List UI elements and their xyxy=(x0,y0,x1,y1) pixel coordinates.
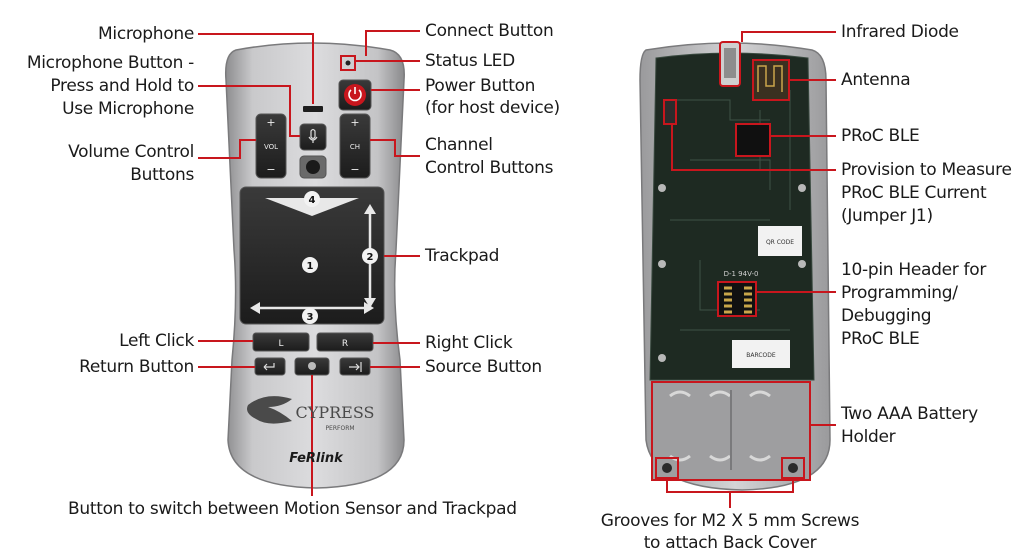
label-proc-ble: PRoC BLE xyxy=(841,126,920,146)
microphone-icon xyxy=(308,128,318,143)
power-button-face xyxy=(344,84,366,106)
ch-plus: + xyxy=(350,116,359,129)
label-volume-line2: Buttons xyxy=(130,165,194,185)
label-left-click: Left Click xyxy=(119,331,194,351)
label-grooves-line2: to attach Back Cover xyxy=(643,533,817,553)
mode-switch-icon xyxy=(308,362,316,370)
battery-contacts xyxy=(669,390,771,462)
label-antenna: Antenna xyxy=(841,70,911,90)
label-source-button: Source Button xyxy=(425,357,542,377)
mount-hole xyxy=(798,184,806,192)
screw-groove-right-hole xyxy=(788,463,798,473)
mount-hole xyxy=(658,260,666,268)
label-power-line2: (for host device) xyxy=(425,98,560,118)
mount-hole xyxy=(798,260,806,268)
screw-groove-left-hole xyxy=(662,463,672,473)
label-mic-button-line3: Use Microphone xyxy=(62,99,194,119)
label-battery-line2: Holder xyxy=(841,427,896,447)
label-grooves-line1: Grooves for M2 X 5 mm Screws xyxy=(600,511,860,531)
label-channel-line2: Control Buttons xyxy=(425,158,554,178)
vol-label: VOL xyxy=(264,143,278,151)
left-button-label: L xyxy=(278,339,283,349)
trackpad-marker-2-label: 2 xyxy=(367,252,374,263)
label-channel-line1: Channel xyxy=(425,135,493,155)
pcb-traces xyxy=(670,90,791,331)
channel-rocker[interactable] xyxy=(339,113,371,179)
trackpad-marker-2 xyxy=(362,248,378,264)
vol-minus: − xyxy=(266,163,275,176)
trackpad-marker-4-label: 4 xyxy=(309,195,316,206)
label-volume-line1: Volume Control xyxy=(68,142,194,162)
mount-hole xyxy=(658,184,666,192)
volume-rocker[interactable] xyxy=(255,113,287,179)
cypress-logo-mark xyxy=(247,396,292,424)
ch-label: CH xyxy=(350,143,360,151)
proc-ble-chip xyxy=(735,123,771,157)
trackpad-marker-1-label: 1 xyxy=(307,261,314,272)
trackpad-marker-4 xyxy=(304,191,320,207)
infrared-diode-body xyxy=(724,48,736,78)
vol-plus: + xyxy=(266,116,275,129)
label-header-line4: PRoC BLE xyxy=(841,329,920,349)
remote-front xyxy=(224,42,405,489)
programming-header-pins xyxy=(724,286,752,314)
mount-hole xyxy=(658,354,666,362)
trackpad-marker-3 xyxy=(302,308,318,324)
jumper-j1 xyxy=(663,99,677,125)
brand-name: CYPRESS xyxy=(296,403,375,422)
right-button-label: R xyxy=(342,339,348,349)
label-provision-line3: (Jumper J1) xyxy=(841,206,933,226)
board-mark: D-1 94V-0 xyxy=(724,270,759,278)
trackpad-marker-3-label: 3 xyxy=(307,312,314,323)
power-icon xyxy=(348,87,362,102)
label-right-click: Right Click xyxy=(425,333,513,353)
return-icon xyxy=(263,363,275,371)
label-battery-line1: Two AAA Battery xyxy=(841,404,978,424)
secondary-logo: FeRlink xyxy=(289,451,344,466)
barcode-label-text: BARCODE xyxy=(746,352,776,359)
device-text: + VOL − + CH − 1 2 3 4 L R CYPRESS PERFO… xyxy=(264,116,794,466)
antenna-pattern xyxy=(757,65,783,92)
label-header-line3: Debugging xyxy=(841,306,932,326)
microphone-button[interactable] xyxy=(299,123,327,151)
status-led-dot xyxy=(345,60,351,66)
leader-lines xyxy=(198,30,836,508)
label-status-led: Status LED xyxy=(425,51,515,71)
barcode-label xyxy=(732,340,790,368)
trackpad-marker-1 xyxy=(302,257,318,273)
label-power-line1: Power Button xyxy=(425,76,536,96)
label-trackpad: Trackpad xyxy=(425,246,500,266)
ch-minus: − xyxy=(350,163,359,176)
label-microphone: Microphone xyxy=(98,24,194,44)
label-provision-line1: Provision to Measure xyxy=(841,160,1012,180)
label-provision-line2: PRoC BLE Current xyxy=(841,183,987,203)
label-infrared-diode: Infrared Diode xyxy=(841,22,959,42)
qr-code-label xyxy=(758,226,802,256)
label-connect-button: Connect Button xyxy=(425,21,554,41)
remote-back xyxy=(639,41,831,491)
connect-button-dot xyxy=(306,160,320,174)
label-header-line1: 10-pin Header for xyxy=(841,260,987,280)
label-mic-button-line2: Press and Hold to xyxy=(50,76,194,96)
label-mode-switch-button: Button to switch between Motion Sensor a… xyxy=(68,499,517,519)
brand-tagline: PERFORM xyxy=(325,425,354,432)
source-icon xyxy=(349,362,362,372)
label-return-button: Return Button xyxy=(79,357,194,377)
qr-label-text: QR CODE xyxy=(766,239,794,246)
label-header-line2: Programming/ xyxy=(841,283,958,303)
status-led xyxy=(340,55,356,71)
pcb-board xyxy=(649,52,815,381)
label-mic-button-line1: Microphone Button - xyxy=(26,53,194,73)
microphone-slot xyxy=(303,106,323,112)
